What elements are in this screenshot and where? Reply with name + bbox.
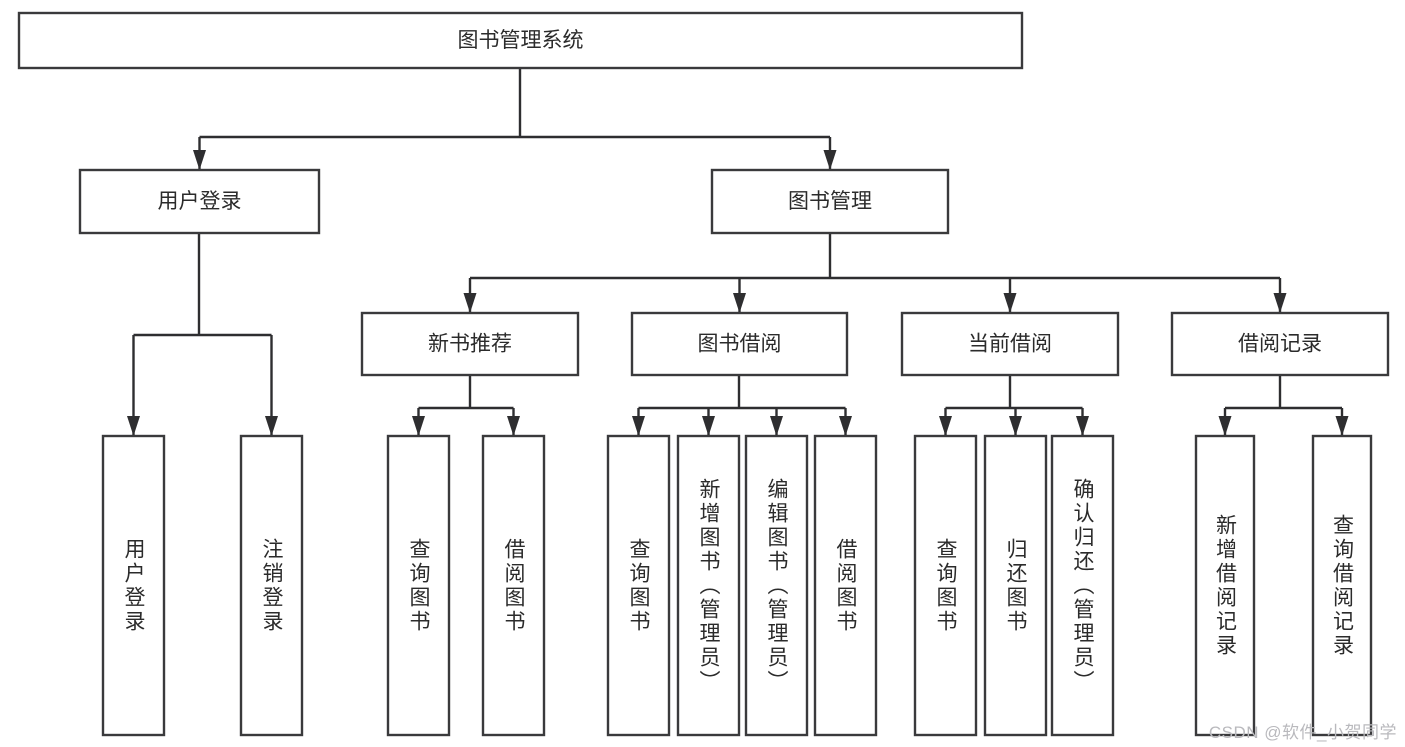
node-box-leaf-add-record[interactable] xyxy=(1194,434,1256,737)
node-label-root: 图书管理系统 xyxy=(458,29,584,52)
node-label-new-book-recommend: 新书推荐 xyxy=(428,333,512,356)
node-box-leaf-query-record[interactable] xyxy=(1311,434,1373,737)
connectors-layer xyxy=(127,68,1349,436)
node-box-leaf-query-book-bb[interactable] xyxy=(606,434,671,737)
connector-arrow-cb-to-leaves-2 xyxy=(1076,416,1089,436)
node-box-leaf-borrow-book-nbr[interactable] xyxy=(481,434,546,737)
node-box-user-login[interactable] xyxy=(78,168,321,235)
connector-arrow-root-to-level2-0 xyxy=(193,150,206,170)
node-box-leaf-user-login[interactable] xyxy=(101,434,166,737)
connector-arrow-root-to-level2-1 xyxy=(823,150,837,170)
boxes-layer xyxy=(17,11,1390,737)
connector-arrow-bookmgmt-to-level3-1 xyxy=(733,293,746,313)
node-label-book-management: 图书管理 xyxy=(788,190,872,213)
node-box-root[interactable] xyxy=(17,11,1024,70)
connector-arrow-bookmgmt-to-level3-3 xyxy=(1273,293,1287,313)
connector-arrow-bookmgmt-to-level3-0 xyxy=(463,293,477,313)
connector-arrow-bb-to-leaves-1 xyxy=(702,416,715,436)
connector-arrow-bb-to-leaves-3 xyxy=(839,416,852,436)
node-box-leaf-borrow-book-bb[interactable] xyxy=(813,434,878,737)
connector-arrow-nbr-to-leaves-1 xyxy=(507,416,520,436)
node-label-borrow-record: 借阅记录 xyxy=(1238,333,1322,356)
connector-arrow-bookmgmt-to-level3-2 xyxy=(1003,293,1017,313)
node-box-book-management[interactable] xyxy=(710,168,950,235)
node-box-current-borrow[interactable] xyxy=(900,311,1120,377)
connector-arrow-cb-to-leaves-0 xyxy=(939,416,952,436)
node-box-leaf-add-book[interactable] xyxy=(676,434,741,737)
node-label-user-login: 用户登录 xyxy=(158,190,242,213)
connector-arrow-bb-to-leaves-2 xyxy=(770,416,783,436)
node-box-borrow-record[interactable] xyxy=(1170,311,1390,377)
connector-arrow-nbr-to-leaves-0 xyxy=(412,416,425,436)
node-label-current-borrow: 当前借阅 xyxy=(968,333,1052,356)
connector-arrow-bb-to-leaves-0 xyxy=(632,416,645,436)
node-box-leaf-return-book[interactable] xyxy=(983,434,1048,737)
node-box-leaf-query-book-nbr[interactable] xyxy=(386,434,451,737)
connector-arrow-cb-to-leaves-1 xyxy=(1009,416,1022,436)
node-box-leaf-edit-book[interactable] xyxy=(744,434,809,737)
node-box-leaf-logout[interactable] xyxy=(239,434,304,737)
node-box-book-borrow[interactable] xyxy=(630,311,849,377)
node-box-leaf-query-book-cb[interactable] xyxy=(913,434,978,737)
csdn-watermark: CSDN @软件_小贺同学 xyxy=(1208,723,1397,742)
connector-arrow-userlogin-to-leaves-0 xyxy=(127,416,140,436)
node-box-new-book-recommend[interactable] xyxy=(360,311,580,377)
node-label-book-borrow: 图书借阅 xyxy=(698,333,782,356)
node-box-leaf-confirm-return[interactable] xyxy=(1050,434,1115,737)
connector-arrow-br-to-leaves-1 xyxy=(1335,416,1349,436)
connector-arrow-br-to-leaves-0 xyxy=(1218,416,1232,436)
connector-arrow-userlogin-to-leaves-1 xyxy=(265,416,278,436)
